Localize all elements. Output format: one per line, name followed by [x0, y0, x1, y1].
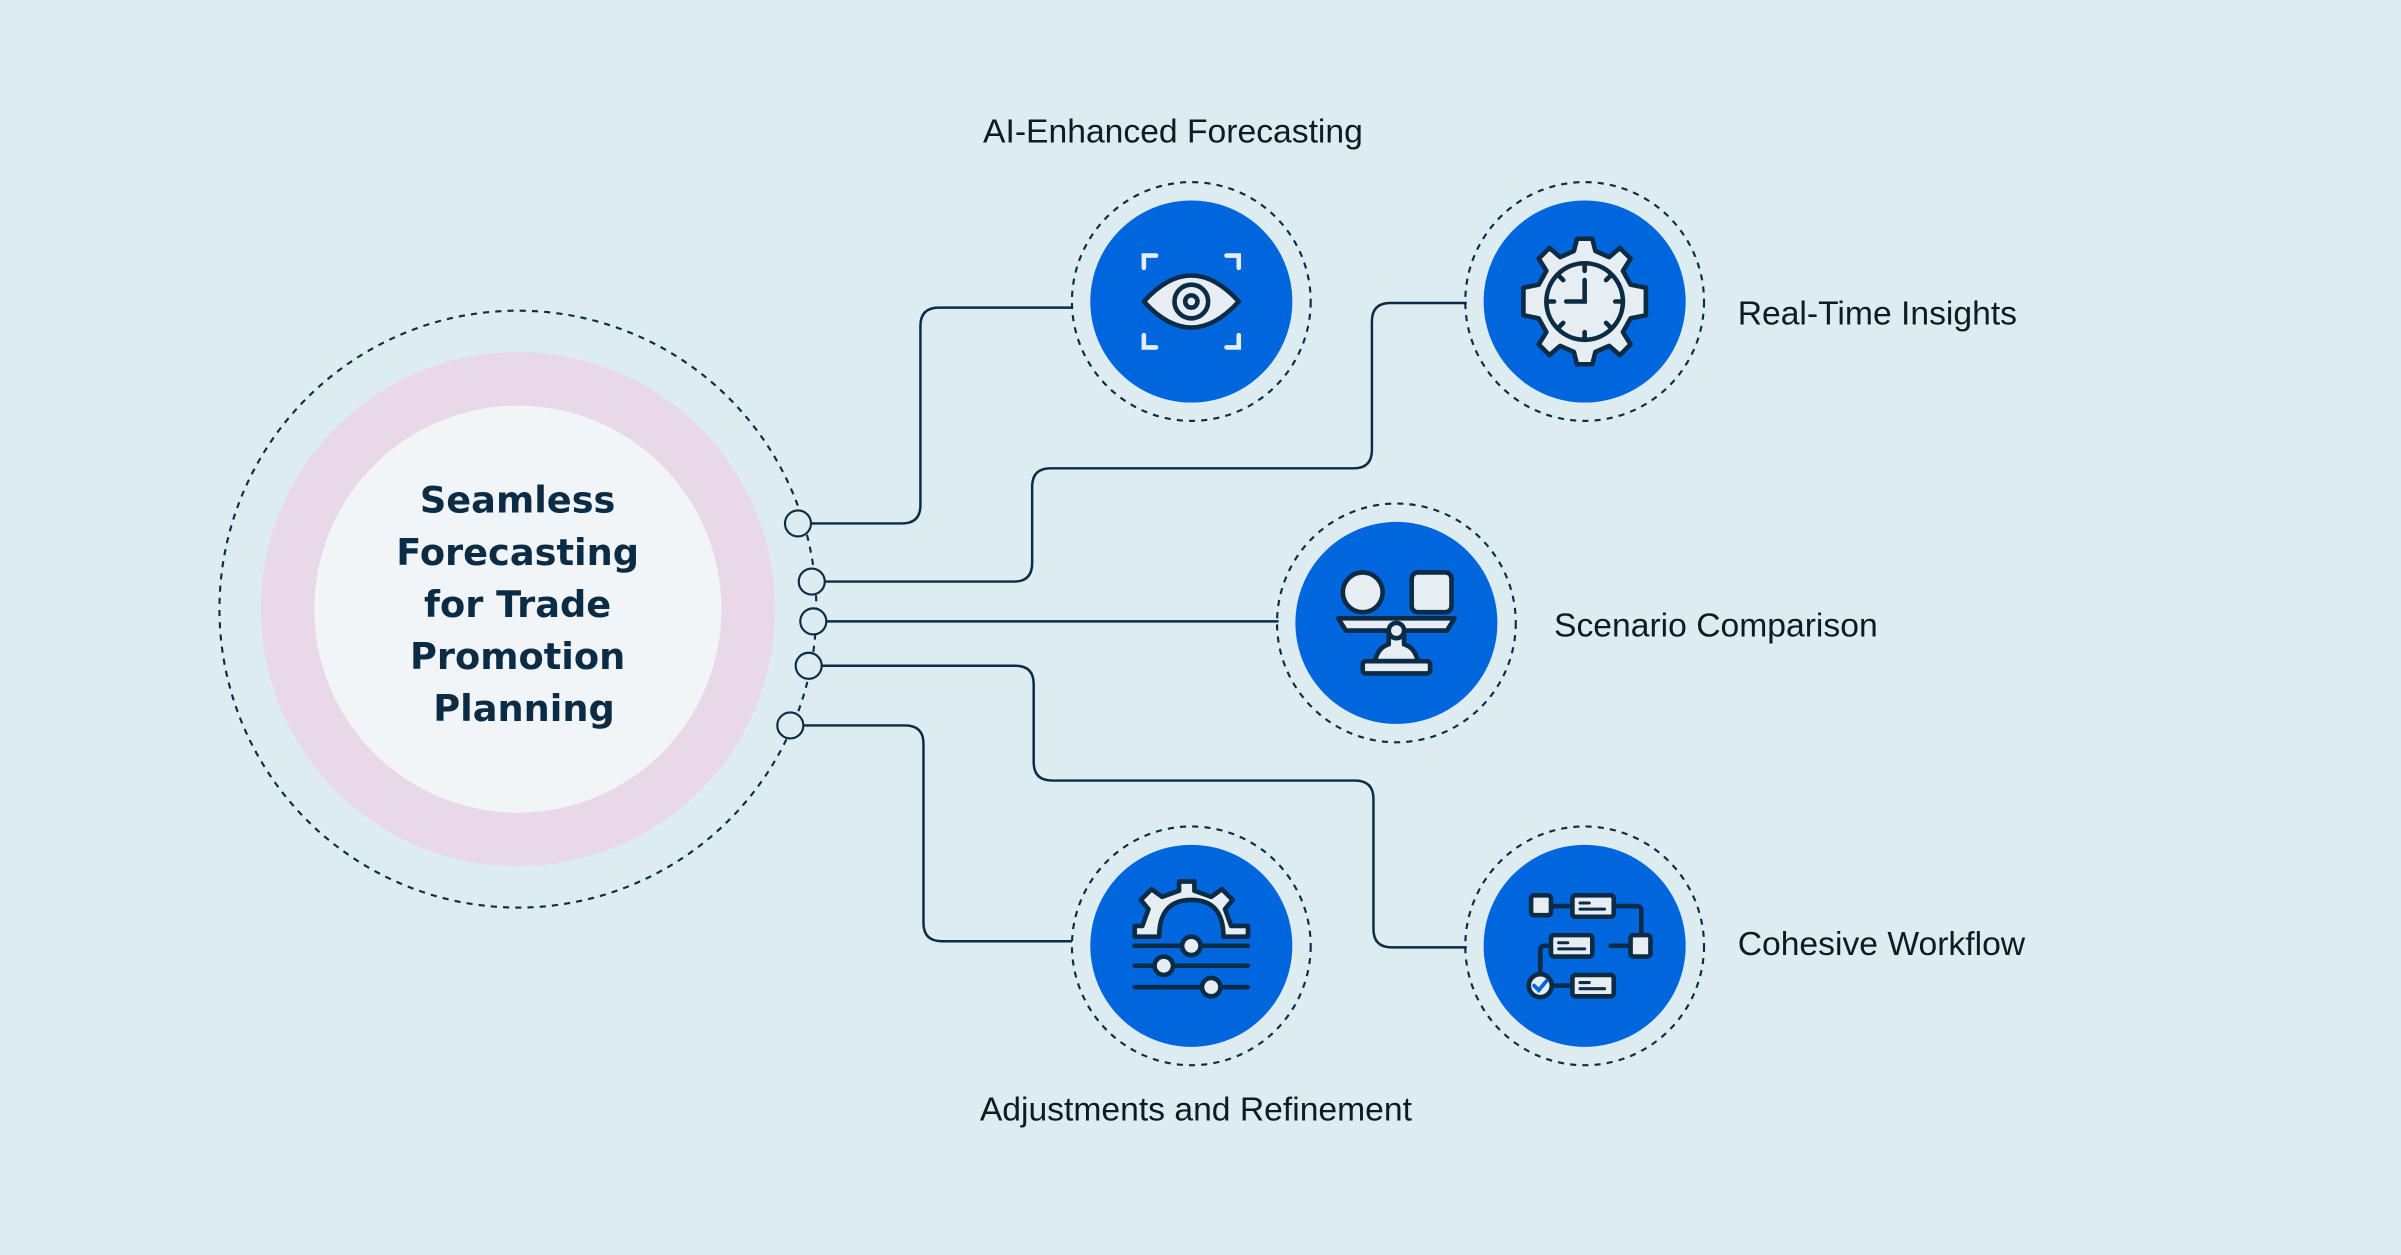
feature-label: Cohesive Workflow	[1738, 926, 2026, 963]
feature-dashed-ring	[1464, 181, 1706, 422]
gear-sliders-icon	[1132, 879, 1251, 999]
connector-node	[797, 567, 826, 596]
feature-ai-forecasting: AI-Enhanced Forecasting	[983, 113, 1363, 422]
connector-workflow	[822, 664, 1467, 949]
balance-scale-icon	[1335, 570, 1457, 676]
feature-dashed-ring	[1464, 825, 1706, 1067]
connector-node	[776, 711, 805, 740]
hub-title: Seamless Forecasting for Trade Promotion…	[396, 479, 652, 730]
feature-cohesive-workflow: Cohesive Workflow	[1464, 825, 2026, 1067]
feature-scenario-comparison: Scenario Comparison	[1275, 502, 1878, 744]
connector-ai-forecasting	[811, 306, 1072, 525]
feature-label: AI-Enhanced Forecasting	[983, 113, 1363, 150]
connector-node	[783, 509, 813, 538]
hub-inner-circle	[314, 405, 722, 813]
connector-adjustments	[804, 724, 1072, 943]
center-hub: Seamless Forecasting for Trade Promotion…	[218, 309, 818, 909]
connector-node	[794, 651, 823, 680]
feature-adjustments-refinement: Adjustments and Refinement	[980, 825, 1413, 1128]
feature-dashed-ring	[1070, 825, 1312, 1067]
feature-label: Adjustments and Refinement	[980, 1091, 1413, 1128]
feature-label: Scenario Comparison	[1554, 608, 1878, 645]
feature-real-time-insights: Real-Time Insights	[1464, 181, 2017, 422]
eye-scan-icon	[1141, 253, 1242, 350]
connector-real-time	[825, 301, 1467, 583]
feature-dashed-ring	[1275, 502, 1517, 744]
feature-label: Real-Time Insights	[1738, 295, 2017, 332]
connectors	[776, 301, 1467, 949]
feature-dashed-ring	[1070, 181, 1312, 422]
workflow-icon	[1526, 893, 1653, 1000]
connector-node	[799, 607, 828, 636]
gear-clock-icon	[1521, 236, 1649, 367]
